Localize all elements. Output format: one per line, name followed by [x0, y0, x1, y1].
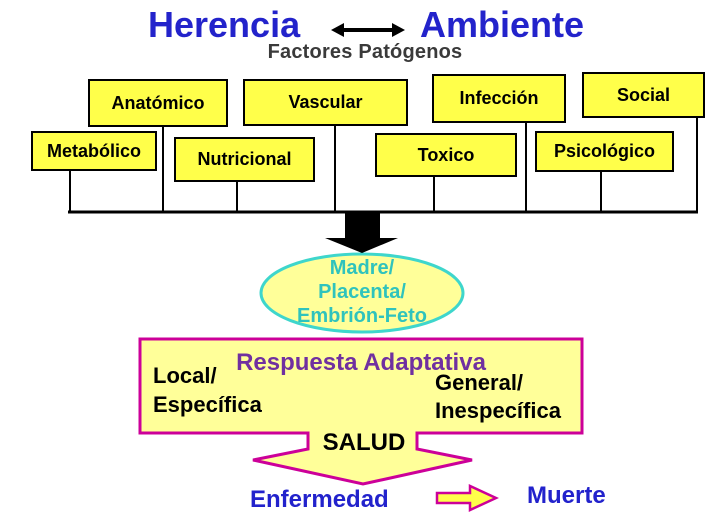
factor-box-toxico: Toxico — [375, 133, 517, 177]
title-ambiente: Ambiente — [420, 4, 585, 45]
response-title: Respuesta Adaptativa — [236, 349, 486, 376]
factor-box-metabolico: Metabólico — [31, 131, 157, 171]
factor-box-social: Social — [582, 72, 705, 118]
especifica-line: Específica — [153, 392, 262, 417]
general-inespecifica-label: General/ Inespecífica — [435, 369, 561, 425]
ellipse-line-3: Embrión-Feto — [297, 305, 427, 327]
mother-placenta-ellipse — [259, 252, 465, 334]
subtitle-factores-patogenos: Factores Patógenos — [267, 41, 463, 63]
factor-box-infeccion: Infección — [432, 74, 566, 123]
response-callout-shape — [138, 337, 584, 486]
double-arrow-icon — [331, 23, 405, 37]
general-line: General/ — [435, 370, 524, 395]
ellipse-line-2: Placenta/ — [318, 281, 406, 303]
connector-lines — [68, 118, 698, 214]
title-herencia: Herencia — [148, 4, 301, 45]
down-arrow-icon — [325, 213, 398, 253]
factor-box-nutricional: Nutricional — [174, 137, 315, 182]
enfermedad-label: Enfermedad — [250, 486, 389, 513]
local-especifica-label: Local/ Específica — [153, 361, 262, 419]
mother-placenta-label: Madre/ Placenta/ Embrión-Feto — [262, 256, 462, 328]
right-arrow-icon — [435, 484, 499, 512]
factor-box-vascular: Vascular — [243, 79, 408, 126]
factor-box-anatomico: Anatómico — [88, 79, 228, 127]
inespecifica-line: Inespecífica — [435, 398, 561, 423]
ellipse-line-1: Madre/ — [329, 257, 395, 279]
muerte-label: Muerte — [527, 482, 606, 509]
factor-box-psicologico: Psicológico — [535, 131, 674, 172]
salud-label: SALUD — [322, 429, 406, 456]
local-line: Local/ — [153, 363, 217, 388]
